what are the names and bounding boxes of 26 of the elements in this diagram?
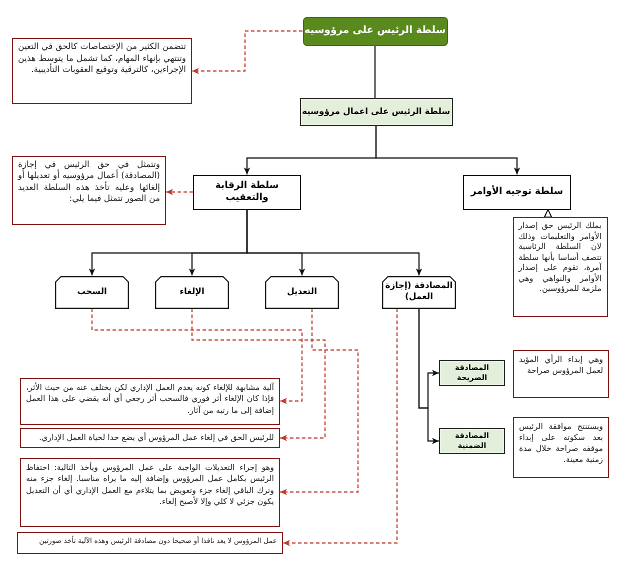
arrow bbox=[191, 308, 326, 442]
process-box: سلطة الرئيس على اعمال مرؤوسيه bbox=[300, 98, 452, 126]
arrow bbox=[192, 30, 302, 74]
note-box: وهو إجراء التعديلات الواجبة على عمل المرؤوس ويأخذ التالية: احتفاظ الرئيس بكامل عمل المرؤوس وإضافة إليه ما يراه مناسبا. إلغاء جزء منه وترك الباقي إلغاء جزء وتعويض بما يتلاءم مع العمل الإداري أي أن التعديل يكون جزئي لا كلي وإلا لأصبح إلغاء. bbox=[20, 458, 280, 526]
arrow bbox=[280, 308, 359, 496]
arrow bbox=[418, 308, 439, 444]
note-box: آلية مشابهة للإلغاء كونه يعدم العمل الإداري لكن يختلف عنه من حيث الأثر، فإذا كان الإلغاء أثر فوري فالسحب أثر رجعي أي أنه يقضي على هذا العمل إضافة إلى ما رتبه من آثار. bbox=[20, 378, 280, 424]
process-box: الإلغاء bbox=[155, 276, 229, 308]
note-box: ويستنتج موافقة الرئيس بعد سكوته على إبداء موقفه صراحة خلال مدة زمنية معينة. bbox=[513, 416, 609, 478]
arrow bbox=[544, 208, 552, 218]
title-box: سلطة الرئيس على مرؤوسيه bbox=[302, 16, 448, 46]
note-box: وتتمثل في حق الرئيس في إجازة (المصادقة) أعمال مرؤوسيه أو تعديلها أو إلغائها وعليه تأخذ هذه السلطة العديد من الصور تتمثل فيما يلي: bbox=[12, 156, 166, 224]
note-box: للرئيس الحق في إلغاء عمل المرؤوس أي يضع حدا لحياة العمل الإداري. bbox=[20, 428, 280, 448]
arrow bbox=[91, 308, 303, 404]
note-box: يملك الرئيس حق إصدار الأوامر والتعليمات وذلك لان السلطة الرئاسية تتصف أساسا بأنها سلطة آمرة، تقوم على إصدار الأوامر والنواهي وهي ملزمة للمرؤوسين. bbox=[512, 217, 608, 317]
note-box: وهي إبداء الرأي المؤيد لعمل المرؤوس صراحة bbox=[513, 350, 609, 398]
process-box: السحب bbox=[55, 276, 129, 308]
process-box: المصادقة (إجازة العمل) bbox=[382, 276, 456, 308]
arrow bbox=[88, 210, 248, 276]
note-box: تتضمن الكثير من الإختصاصات كالحق في التعين وتنتهي بإنهاء المهام، كما تشمل ما يتوسط هذين الإجراءين، كالترقية وتوقيع العقوبات التأديبية. bbox=[12, 38, 192, 104]
arrow bbox=[166, 188, 193, 196]
process-box: سلطة توجيه الأوامر bbox=[463, 174, 571, 210]
arrow bbox=[244, 126, 377, 174]
process-box: التعديل bbox=[265, 276, 339, 308]
process-box: سلطة الرقابة والتعقيب bbox=[193, 174, 301, 210]
arrow bbox=[283, 308, 398, 546]
